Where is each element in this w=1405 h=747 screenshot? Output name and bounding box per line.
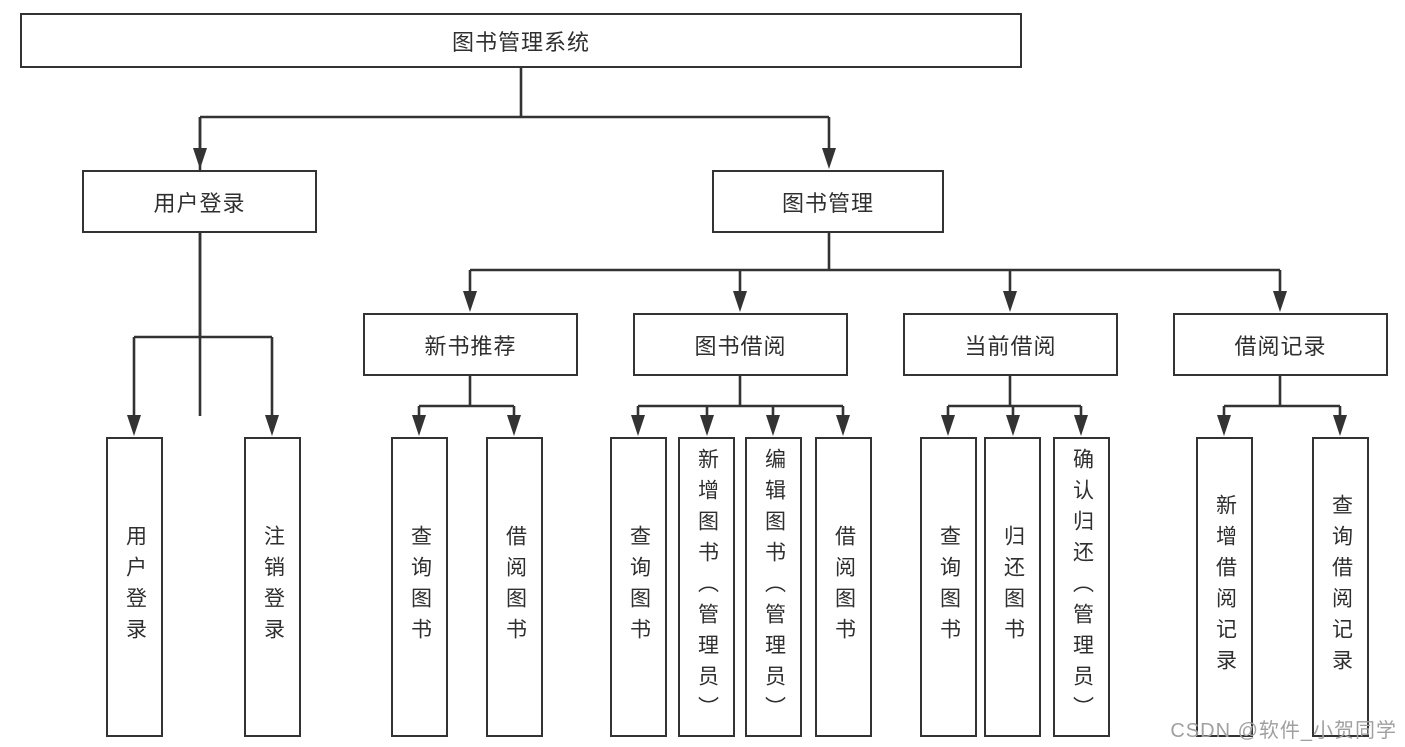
node-borrow-records: 借阅记录 [1173,313,1388,376]
node-book-borrow: 图书借阅 [633,313,848,376]
connector-current-to-leaves [946,376,1083,418]
leaf-user-login: 用户登录 [106,437,163,737]
leaf-query-book-borrow: 查询图书 [610,437,667,737]
leaf-query-book-recommend: 查询图书 [391,437,448,737]
connector-newbook-to-leaves [417,376,516,418]
leaf-add-book-admin: 新增图书（管理员） [678,437,735,737]
node-new-book-recommend: 新书推荐 [363,313,578,376]
leaf-borrow-book-recommend: 借阅图书 [486,437,543,737]
leaf-logout: 注销登录 [244,437,301,737]
leaf-query-book-current: 查询图书 [920,437,977,737]
node-book-management: 图书管理 [712,170,944,233]
leaf-query-borrow-record: 查询借阅记录 [1312,437,1369,737]
leaf-confirm-return-admin: 确认归还（管理员） [1053,437,1110,737]
node-current-borrow: 当前借阅 [903,313,1118,376]
csdn-watermark: CSDN @软件_小贺同学 [1170,720,1397,742]
leaf-add-borrow-record: 新增借阅记录 [1196,437,1253,737]
node-user-login: 用户登录 [82,170,317,233]
connector-bookmgmt-to-groups [468,233,1282,294]
connector-records-to-leaves [1222,376,1342,418]
connector-userlogin-to-leaves [132,233,274,418]
connector-borrow-to-leaves [636,376,845,418]
leaf-borrow-book: 借阅图书 [815,437,872,737]
node-root-system: 图书管理系统 [20,13,1022,68]
leaf-return-book: 归还图书 [984,437,1041,737]
leaf-edit-book-admin: 编辑图书（管理员） [745,437,802,737]
